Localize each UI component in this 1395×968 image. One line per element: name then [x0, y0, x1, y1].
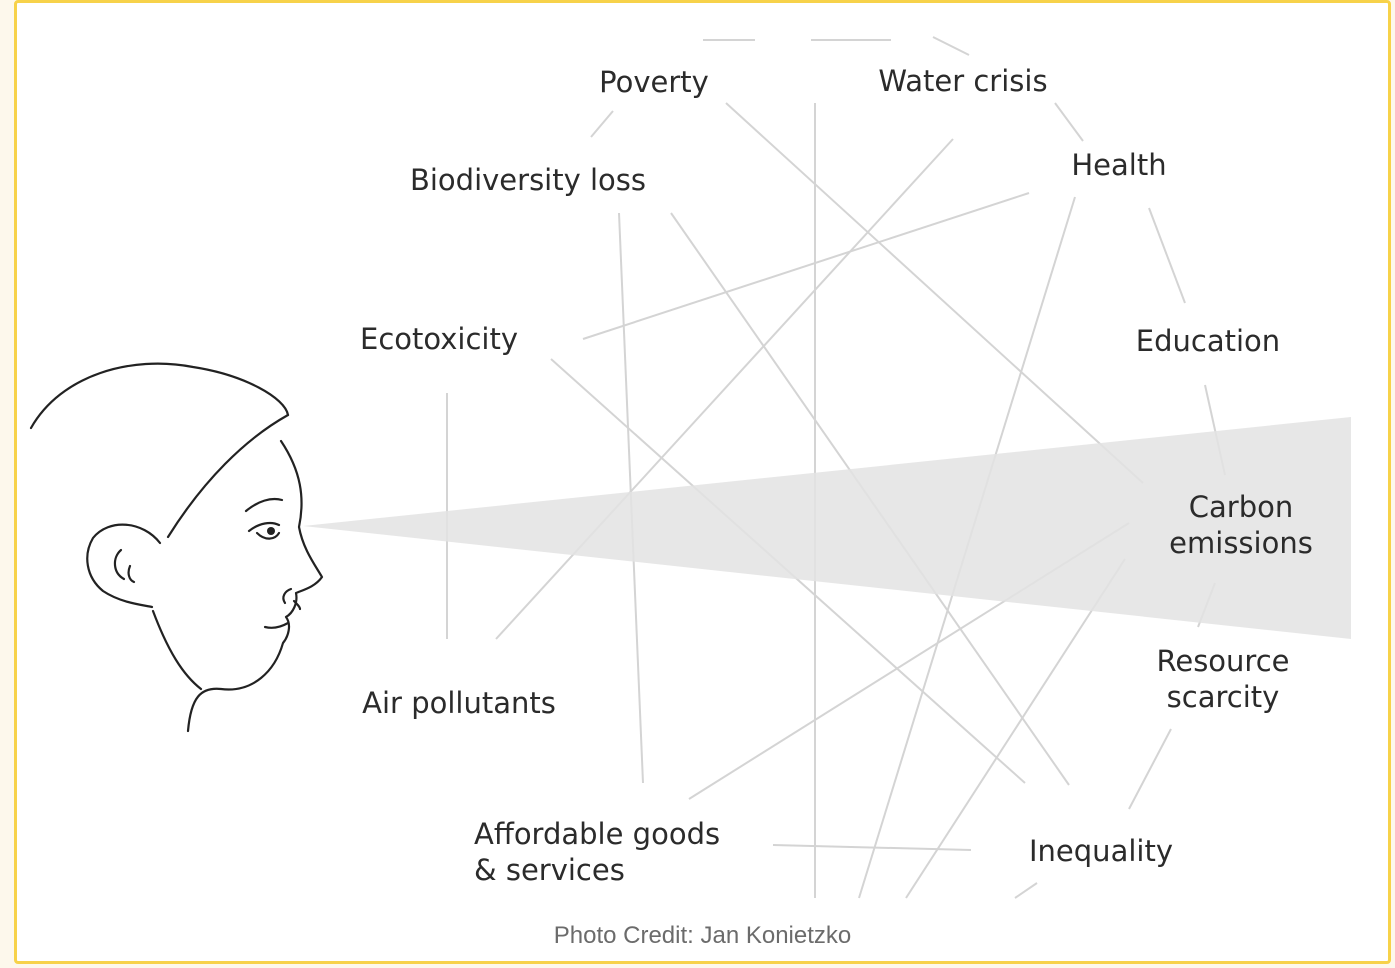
label-air-pollutants: Air pollutants: [362, 686, 556, 720]
label-affordable-goods-line1: Affordable goods: [474, 817, 720, 851]
label-education: Education: [1136, 324, 1280, 358]
label-health: Health: [1071, 148, 1166, 182]
tunnel-vision-cone: [303, 417, 1351, 639]
head-profile-icon: [29, 362, 324, 733]
label-inequality: Inequality: [1029, 834, 1173, 868]
label-affordable-goods-line2: & services: [474, 853, 625, 887]
label-water-crisis: Water crisis: [878, 64, 1047, 98]
label-carbon-emissions-line2: emissions: [1169, 526, 1313, 560]
image-card: Poverty Water crisis Biodiversity loss H…: [14, 0, 1391, 964]
label-ecotoxicity: Ecotoxicity: [360, 322, 518, 356]
label-biodiversity-loss: Biodiversity loss: [410, 163, 646, 197]
label-poverty: Poverty: [599, 65, 709, 99]
sustainability-tunnel-diagram: Poverty Water crisis Biodiversity loss H…: [29, 36, 1351, 899]
label-resource-scarcity-line1: Resource: [1157, 644, 1290, 678]
label-carbon-emissions-line1: Carbon: [1189, 490, 1293, 524]
label-resource-scarcity-line2: scarcity: [1167, 680, 1280, 714]
issue-labels: Poverty Water crisis Biodiversity loss H…: [360, 64, 1313, 887]
photo-credit: Photo Credit: Jan Konietzko: [553, 922, 852, 949]
